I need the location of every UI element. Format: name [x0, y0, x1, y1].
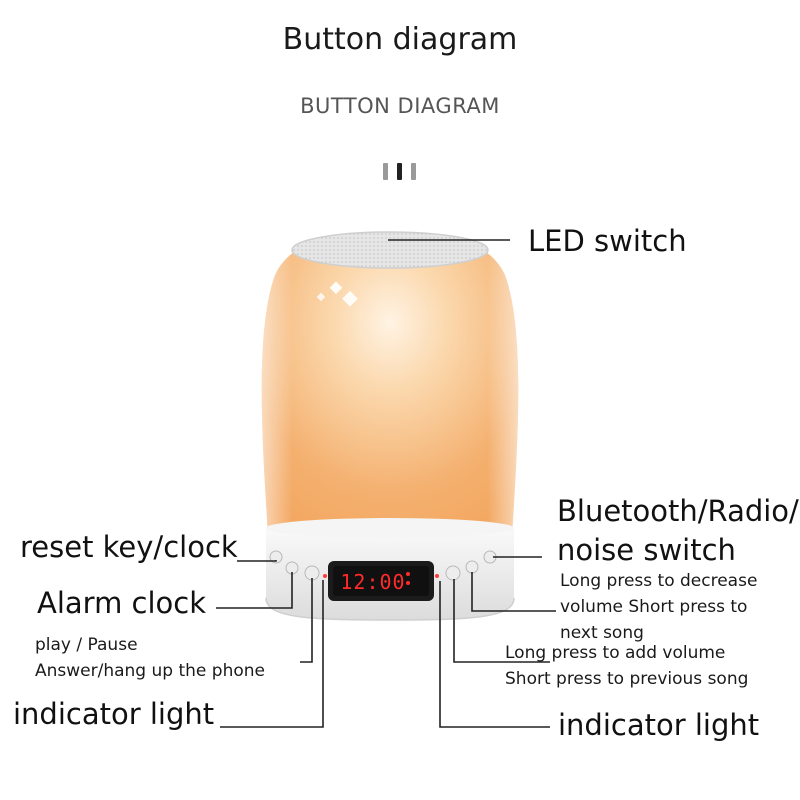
- volume-desc-line2: Short press to previous song: [505, 669, 749, 689]
- volume-down-button[interactable]: [465, 560, 479, 574]
- lamp-shade: [261, 231, 519, 535]
- play-pause-button[interactable]: [304, 565, 320, 581]
- volume-desc-line1: Long press to add volume: [505, 643, 726, 663]
- indicator-light-right-label: indicator light: [558, 708, 760, 742]
- led-switch-label: LED switch: [528, 224, 687, 258]
- reset-clock-label: reset key/clock: [20, 530, 238, 564]
- volume-up-button[interactable]: [445, 565, 461, 581]
- alarm-clock-label: Alarm clock: [37, 586, 207, 620]
- bluetooth-switch-label-line1: Bluetooth/Radio/: [557, 494, 799, 528]
- page-title: Button diagram: [282, 22, 518, 57]
- speaker-grille: [292, 232, 488, 268]
- leader-lines: [216, 239, 556, 728]
- divider-bar: [411, 163, 416, 180]
- bluetooth-desc-line1: Long press to decrease: [560, 571, 758, 591]
- page-subtitle: BUTTON DIAGRAM: [300, 94, 500, 118]
- bluetooth-desc-line2: volume Short press to: [560, 597, 748, 617]
- indicator-light-left-label: indicator light: [13, 697, 215, 731]
- play-pause-label: play / Pause: [35, 635, 138, 655]
- bluetooth-switch-label-line2: noise switch: [557, 533, 736, 567]
- am-pm-indicator-dot: [406, 581, 410, 585]
- clock-display-time: 12:00: [340, 570, 405, 594]
- answer-hangup-label: Answer/hang up the phone: [35, 661, 265, 681]
- left-indicator-led: [323, 574, 327, 578]
- reset-clock-button[interactable]: [269, 550, 283, 564]
- alarm-indicator-dot: [406, 572, 410, 576]
- clock-display: [328, 561, 434, 601]
- divider-bar: [383, 163, 388, 180]
- divider-bar: [397, 163, 402, 180]
- bluetooth-desc-line3: next song: [560, 623, 644, 643]
- right-indicator-led: [435, 574, 439, 578]
